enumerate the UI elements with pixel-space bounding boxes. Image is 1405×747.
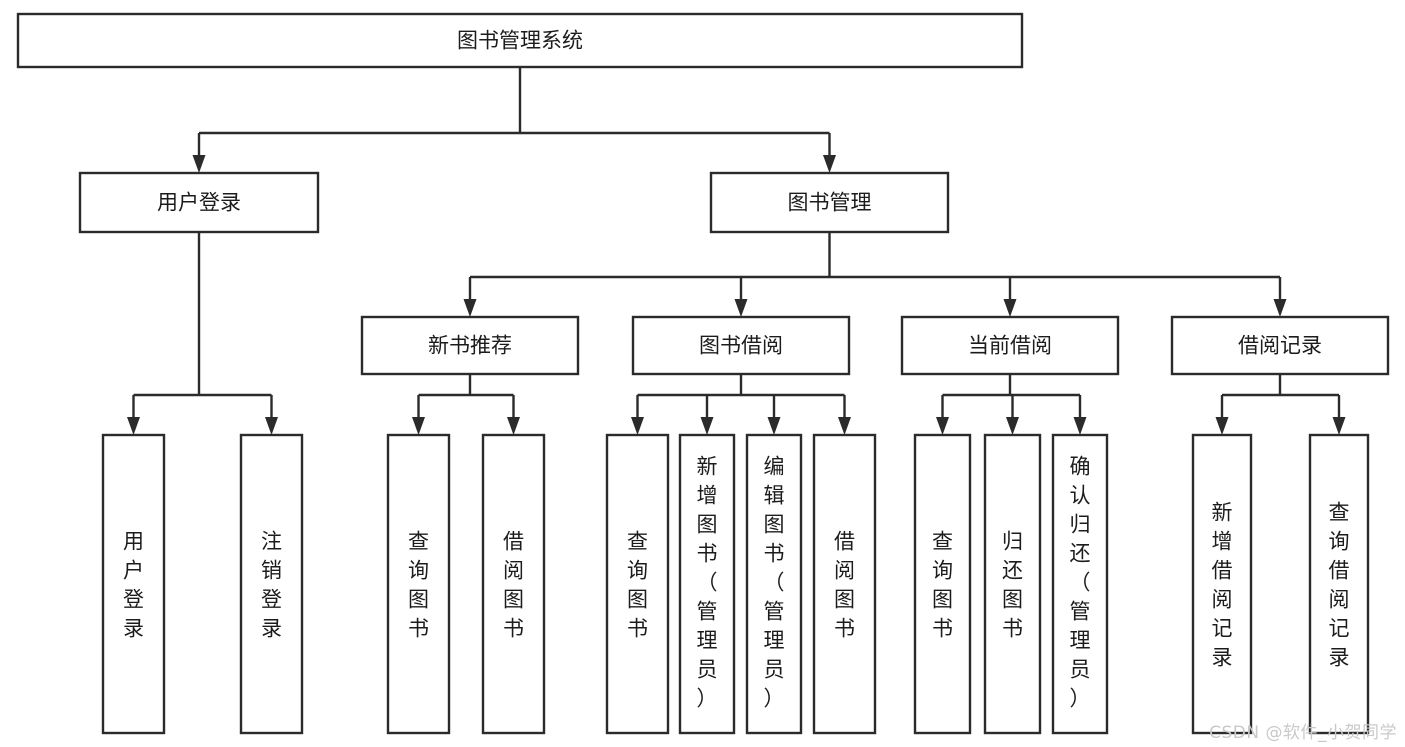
node-label: 编辑图书（管理员）: [764, 455, 785, 711]
arrow-head-icon: [507, 417, 520, 435]
node-box: [812, 433, 877, 735]
node-label: 新增借阅记录: [1212, 501, 1233, 670]
node-box: [709, 171, 950, 234]
node-book-manage[interactable]: 图书管理: [709, 171, 950, 234]
node-root[interactable]: 图书管理系统: [16, 12, 1024, 69]
node-leaf-edit-book[interactable]: 编辑图书（管理员）: [745, 433, 803, 735]
node-leaf-user-logout[interactable]: 注销登录: [239, 433, 304, 735]
node-box: [913, 433, 972, 735]
node-box: [481, 433, 546, 735]
node-box: [360, 315, 580, 376]
arrow-head-icon: [631, 417, 644, 435]
node-leaf-query-book-3[interactable]: 查询图书: [913, 433, 972, 735]
connector-group-user-login: [127, 232, 278, 435]
arrow-head-icon: [412, 417, 425, 435]
node-user-login[interactable]: 用户登录: [78, 171, 320, 234]
node-label: 确认归还（管理员）: [1070, 455, 1091, 711]
node-label: 图书管理系统: [457, 29, 583, 53]
arrow-head-icon: [700, 417, 714, 435]
connector-group-borrow-record: [1215, 374, 1346, 435]
node-borrow-record[interactable]: 借阅记录: [1170, 315, 1390, 376]
connector-group-new-book-rec: [412, 374, 520, 435]
node-box: [983, 433, 1042, 735]
node-layer: 图书管理系统用户登录图书管理新书推荐图书借阅当前借阅借阅记录用户登录注销登录查询…: [16, 12, 1390, 735]
arrow-head-icon: [838, 417, 851, 435]
node-leaf-add-record[interactable]: 新增借阅记录: [1191, 433, 1253, 735]
node-box: [78, 171, 320, 234]
node-leaf-query-record[interactable]: 查询借阅记录: [1308, 433, 1370, 735]
node-leaf-return-book[interactable]: 归还图书: [983, 433, 1042, 735]
node-box: [678, 433, 736, 735]
node-label: 当前借阅: [968, 334, 1052, 358]
arrow-head-icon: [265, 417, 278, 435]
arrow-head-icon: [463, 299, 477, 317]
node-box: [1308, 433, 1370, 735]
node-label: 查询图书: [932, 530, 953, 641]
node-label: 图书管理: [788, 191, 872, 215]
node-box: [631, 315, 851, 376]
node-box: [239, 433, 304, 735]
connector-layer: [127, 67, 1346, 435]
node-label: 用户登录: [123, 530, 144, 641]
connector-group-root: [192, 67, 836, 173]
node-box: [1170, 315, 1390, 376]
node-box: [1191, 433, 1253, 735]
node-label: 借阅记录: [1238, 334, 1322, 358]
arrow-head-icon: [1273, 299, 1287, 317]
node-leaf-confirm-return[interactable]: 确认归还（管理员）: [1051, 433, 1109, 735]
node-label: 新书推荐: [428, 334, 512, 358]
node-box: [605, 433, 670, 735]
connector-group-book-manage: [463, 232, 1287, 317]
arrow-head-icon: [1073, 417, 1087, 435]
arrow-head-icon: [936, 417, 949, 435]
node-box: [900, 315, 1120, 376]
node-label: 借阅图书: [503, 530, 524, 641]
node-leaf-query-book-1[interactable]: 查询图书: [386, 433, 451, 735]
node-leaf-borrow-book-1[interactable]: 借阅图书: [481, 433, 546, 735]
watermark-text: CSDN @软件_小贺同学: [1209, 723, 1397, 743]
node-label: 图书借阅: [699, 334, 783, 358]
node-new-book-rec[interactable]: 新书推荐: [360, 315, 580, 376]
node-label: 新增图书（管理员）: [697, 455, 718, 711]
node-box: [16, 12, 1024, 69]
node-label: 注销登录: [261, 530, 282, 641]
arrow-head-icon: [1003, 299, 1017, 317]
node-label: 归还图书: [1002, 530, 1023, 641]
node-leaf-borrow-book-2[interactable]: 借阅图书: [812, 433, 877, 735]
arrow-head-icon: [192, 155, 206, 173]
connector-group-current-borrow: [936, 374, 1087, 435]
node-leaf-add-book[interactable]: 新增图书（管理员）: [678, 433, 736, 735]
node-label: 查询图书: [627, 530, 648, 641]
arrow-head-icon: [1332, 417, 1346, 435]
arrow-head-icon: [1006, 417, 1019, 435]
arrow-head-icon: [127, 417, 140, 435]
node-leaf-query-book-2[interactable]: 查询图书: [605, 433, 670, 735]
node-box: [386, 433, 451, 735]
node-leaf-user-login[interactable]: 用户登录: [101, 433, 166, 735]
arrow-head-icon: [1215, 417, 1229, 435]
node-book-borrow[interactable]: 图书借阅: [631, 315, 851, 376]
arrow-head-icon: [767, 417, 781, 435]
node-box: [745, 433, 803, 735]
node-label: 借阅图书: [834, 530, 855, 641]
arrow-head-icon: [823, 155, 836, 173]
node-current-borrow[interactable]: 当前借阅: [900, 315, 1120, 376]
arrow-head-icon: [734, 299, 748, 317]
node-label: 查询图书: [408, 530, 429, 641]
node-label: 用户登录: [157, 191, 241, 215]
connector-group-book-borrow: [631, 374, 851, 435]
node-box: [101, 433, 166, 735]
node-label: 查询借阅记录: [1329, 501, 1350, 670]
node-box: [1051, 433, 1109, 735]
